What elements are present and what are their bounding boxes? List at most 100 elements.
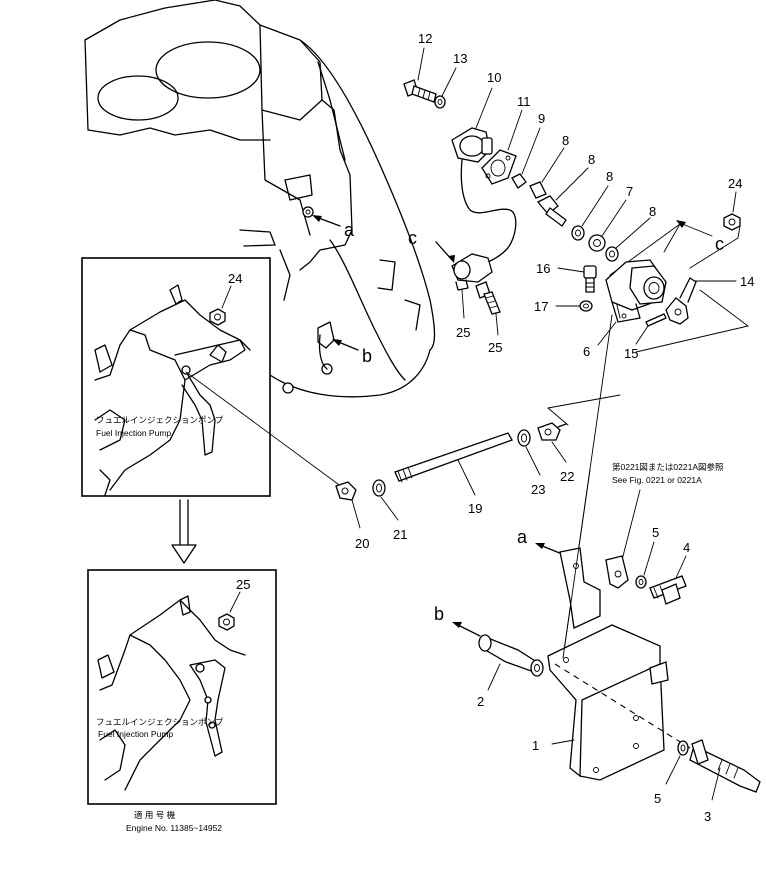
ref-arrow-b-bottom [452,622,481,637]
callout-20: 19 [468,501,482,516]
leader-5-upper [643,541,655,576]
washer-8-bottom [605,246,619,262]
leader-25-top-inset [221,285,232,309]
washer-8-top [571,225,585,241]
washer-19 [579,300,593,312]
callout-25-right: 24 [728,176,742,191]
callout-10: 8 [562,133,569,148]
leader-1 [551,739,575,745]
leader-22 [380,496,399,521]
inset-top-frame [81,257,271,497]
ball-joint-23 [537,422,567,441]
leader-8-bottom [615,217,651,249]
nut-24 [517,429,531,447]
callout-24: 23 [531,482,545,497]
ref-letter-b-bottom: b [434,604,444,624]
callout-5-upper: 5 [652,525,659,540]
leader-7 [601,199,627,237]
leader-4 [675,555,687,579]
leader-25-bottom-inset [229,591,241,613]
callout-22: 21 [393,527,407,542]
applicability-jp: 適 用 号 機 [134,810,176,820]
leader-see-fig [621,489,641,561]
callout-27: 25 [488,340,502,355]
callout-14: 12 [418,31,432,46]
bracket-1 [547,547,691,781]
sensor-head-26 [451,253,493,291]
callout-5-lower: 5 [654,791,661,806]
lever-16 [665,277,697,325]
leader-2 [487,663,501,691]
leader-14 [417,47,425,81]
inset-bottom-pump [97,595,246,791]
bolt-4 [649,575,687,605]
callout-26: 25 [456,325,470,340]
gasket-13 [481,149,517,185]
leader-12 [475,87,493,129]
inset-bottom-label-en: Fuel Injection Pump [98,729,173,739]
inset-top-pump [94,284,251,496]
inset-top-label-jp: フュエルインジェクションポンプ [96,415,224,425]
leader-17 [635,325,649,345]
transition-arrow [171,499,197,564]
ref-arrow-b-mid [332,339,359,351]
leader-20 [457,459,476,496]
callout-9: 8 [588,152,595,167]
spacer-2 [478,634,544,677]
leader-9 [555,167,589,201]
callout-6: 6 [583,344,590,359]
see-fig-en: See Fig. 0221 or 0221A [612,475,702,485]
bolt-18 [583,265,597,293]
leader-5-lower [665,755,681,785]
leader-13 [507,109,523,151]
grommet-11 [511,173,527,189]
bolt-3 [689,739,761,793]
nut-25-bottom-inset [218,613,235,631]
callout-25-top-inset: 24 [228,271,242,286]
bolt-9 [536,195,567,227]
leader-11 [521,127,541,175]
callout-23: 22 [560,469,574,484]
ref-arrow-c-right [676,220,713,237]
ball-joint-21 [335,481,357,501]
leader-23-to-lever [547,407,569,426]
applicability-en: Engine No. 11385~14952 [126,823,222,833]
leader-bracket-up [562,469,591,659]
callout-8-bottom: 8 [649,204,656,219]
washer-15 [434,95,446,109]
callout-17: 15 [624,346,638,361]
leader-3 [711,767,721,801]
engine-block [84,0,436,398]
callout-16: 14 [740,274,754,289]
inset-top-label-en: Fuel Injection Pump [96,428,171,438]
callout-18: 16 [536,261,550,276]
leader-15 [441,67,457,97]
leader-8-top [581,185,609,227]
spacer-7 [588,234,606,252]
ref-letter-c-right: c [715,234,724,254]
leader-6 [597,321,617,346]
fitting-10 [529,181,547,199]
callout-11: 9 [538,111,545,126]
callout-19: 17 [534,299,548,314]
see-fig-jp: 第0221図または0221A図参照 [612,462,724,472]
callout-2: 2 [477,694,484,709]
leader-18 [557,267,585,273]
ref-letter-a-top: a [344,220,355,240]
callout-3: 3 [704,809,711,824]
washer-5-lower [677,740,689,756]
ref-letter-b-mid: b [362,346,372,366]
callout-8-top: 8 [606,169,613,184]
callout-7: 7 [626,184,633,199]
nut-22 [372,479,386,497]
ref-arrow-a-top [312,215,341,227]
callout-21: 20 [355,536,369,551]
leader-23 [551,441,567,463]
nut-25-right [723,213,741,231]
ref-letter-c-left: c [408,228,417,248]
leader-24 [525,446,541,476]
leader-21 [351,499,361,529]
callout-25-bottom-inset: 25 [236,577,250,592]
inset-bottom-label-jp: フュエルインジェクションポンプ [96,717,224,727]
